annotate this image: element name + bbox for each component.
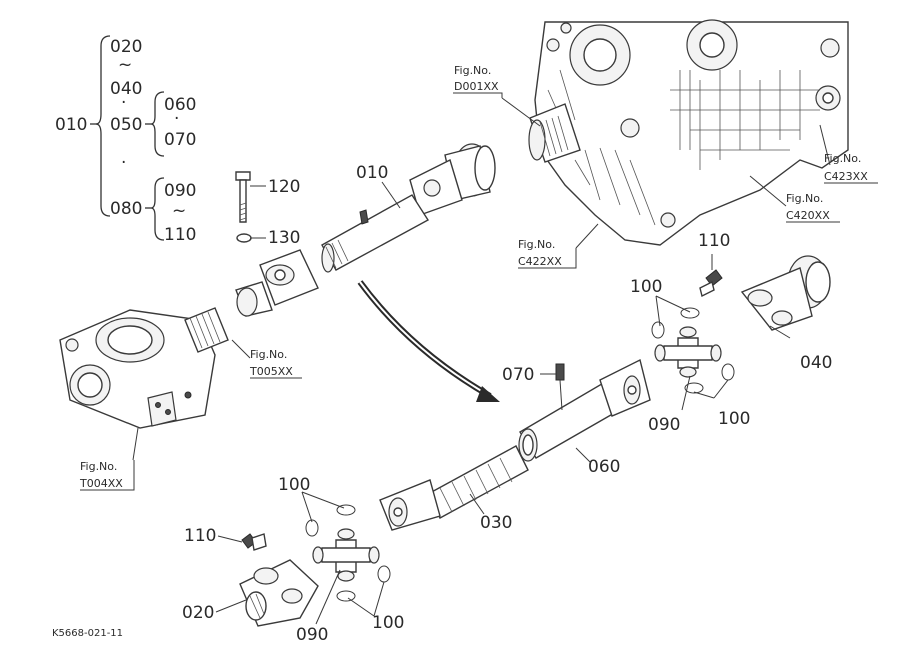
drawing-code: K5668-021-11	[52, 628, 123, 639]
svg-text:D001XX: D001XX	[454, 80, 499, 93]
svg-text:Fig.No.: Fig.No.	[824, 152, 861, 165]
svg-text:C422XX: C422XX	[518, 255, 562, 268]
svg-text:C420XX: C420XX	[786, 209, 830, 222]
cross-spider-090-right	[654, 326, 722, 378]
tree-020: 020	[110, 37, 142, 57]
tree-110: 110	[164, 225, 196, 245]
tree-050: 050	[110, 115, 142, 135]
callout-020: 020	[182, 603, 214, 623]
fig-ref-t004xx: Fig.No. T004XX	[79, 460, 135, 491]
shaft-assembly-010	[235, 143, 496, 317]
grease-nipple-110-right	[699, 269, 723, 298]
tree-040: 040	[110, 79, 142, 99]
callout-100-bottom-top: 100	[278, 475, 310, 495]
svg-text:Fig.No.: Fig.No.	[786, 192, 823, 205]
exploded-view-arrow	[357, 280, 500, 402]
callouts: 120 130 010 110 100 040 070 060 090 100 …	[182, 163, 832, 645]
figure-references: Fig.No. D001XX Fig.No. C423XX Fig.No. C4…	[79, 64, 878, 491]
svg-text:Fig.No.: Fig.No.	[518, 238, 555, 251]
tree-dot-b: ·	[174, 109, 179, 129]
part-number-tree: 010 020 ~ 040 · 050 · 080 060 · 070 090 …	[55, 35, 196, 245]
bolt-120	[235, 171, 251, 223]
tree-dot-1: ·	[121, 93, 126, 113]
tree-tilde-a: ~	[118, 55, 132, 75]
washer-130	[236, 233, 252, 243]
tree-080: 080	[110, 199, 142, 219]
shaft-spline-030	[379, 445, 529, 531]
callout-070: 070	[502, 365, 534, 385]
callout-130: 130	[268, 228, 300, 248]
svg-text:T004XX: T004XX	[79, 477, 123, 490]
callout-030: 030	[480, 513, 512, 533]
tree-060: 060	[164, 95, 196, 115]
fig-ref-c420xx: Fig.No. C420XX	[786, 192, 840, 223]
cross-spider-090-bottom	[312, 528, 380, 582]
svg-text:Fig.No.: Fig.No.	[250, 348, 287, 361]
grease-nipple-070	[555, 363, 565, 411]
transmission-housing	[528, 19, 849, 246]
fig-ref-c423xx: Fig.No. C423XX	[824, 152, 878, 184]
callout-010: 010	[356, 163, 388, 183]
callout-090-bottom: 090	[296, 625, 328, 645]
fig-ref-c422xx: Fig.No. C422XX	[518, 238, 577, 269]
callout-090-right: 090	[648, 415, 680, 435]
fig-ref-t005xx: Fig.No. T005XX	[249, 348, 302, 379]
svg-text:T005XX: T005XX	[249, 365, 293, 378]
gearbox	[59, 307, 229, 429]
yoke-040	[740, 255, 831, 331]
shaft-tube-060	[518, 358, 651, 462]
callout-040: 040	[800, 353, 832, 373]
callout-110-top: 110	[698, 231, 730, 251]
callout-120: 120	[268, 177, 300, 197]
callout-100-top: 100	[630, 277, 662, 297]
fig-ref-d001xx: Fig.No. D001XX	[453, 64, 503, 98]
tree-root: 010	[55, 115, 87, 135]
leader-lines	[132, 97, 831, 625]
callout-100-right: 100	[718, 409, 750, 429]
callout-110-bottom: 110	[184, 526, 216, 546]
tree-090: 090	[164, 181, 196, 201]
callout-060: 060	[588, 457, 620, 477]
svg-text:C423XX: C423XX	[824, 170, 868, 183]
svg-text:Fig.No.: Fig.No.	[454, 64, 491, 77]
tree-tilde-c: ~	[172, 201, 186, 221]
grease-nipple-110-bottom	[241, 533, 267, 551]
tree-070: 070	[164, 130, 196, 150]
yoke-020	[239, 559, 319, 627]
tree-dot-2: ·	[121, 153, 126, 173]
callout-100-bottom: 100	[372, 613, 404, 633]
svg-text:Fig.No.: Fig.No.	[80, 460, 117, 473]
